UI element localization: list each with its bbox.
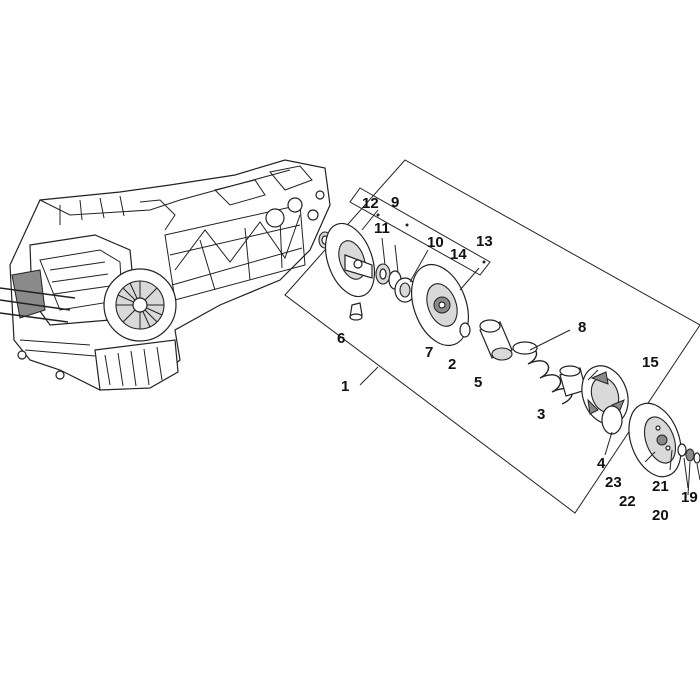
label-part-10: 10 xyxy=(427,234,444,251)
label-part-1: 1 xyxy=(341,378,349,395)
label-part-21: 21 xyxy=(652,478,669,495)
label-part-6: 6 xyxy=(337,330,345,347)
subassembly-frame xyxy=(349,187,491,276)
spacer-part xyxy=(375,263,391,285)
label-part-22: 22 xyxy=(619,493,636,510)
label-part-11: 11 xyxy=(374,220,390,237)
label-part-19: 19 xyxy=(681,489,698,506)
collar-part xyxy=(479,319,513,361)
part-labels: 1 2 3 4 5 6 7 8 9 10 11 12 13 14 15 19 2… xyxy=(337,194,698,524)
label-part-2: 2 xyxy=(448,356,456,373)
assembly-frame xyxy=(284,159,700,514)
spring-washer-part xyxy=(693,452,700,464)
label-part-15: 15 xyxy=(642,354,659,371)
fixed-half-pulley xyxy=(324,222,376,298)
seal-ring-part xyxy=(601,405,623,435)
ring-part xyxy=(459,322,471,338)
label-part-20: 20 xyxy=(652,507,669,524)
label-part-23: 23 xyxy=(605,474,622,491)
label-part-9: 9 xyxy=(391,194,399,211)
engine-crankcase xyxy=(0,159,331,391)
label-part-12: 12 xyxy=(362,195,379,212)
pin-part xyxy=(349,302,363,321)
label-part-7: 7 xyxy=(425,344,433,361)
leader-dots xyxy=(376,213,486,264)
sleeve-part xyxy=(559,365,587,397)
label-part-14: 14 xyxy=(450,246,467,263)
label-part-8: 8 xyxy=(578,319,586,336)
bearing-part xyxy=(394,277,416,303)
label-part-4: 4 xyxy=(597,455,606,472)
leader-lines xyxy=(359,209,700,496)
label-part-3: 3 xyxy=(537,406,545,423)
nut-part xyxy=(685,448,695,462)
label-part-5: 5 xyxy=(474,374,482,391)
washer-part xyxy=(677,443,687,457)
movable-half-pulley xyxy=(411,263,469,347)
clutch-bell xyxy=(628,402,682,478)
label-part-13: 13 xyxy=(476,233,493,250)
